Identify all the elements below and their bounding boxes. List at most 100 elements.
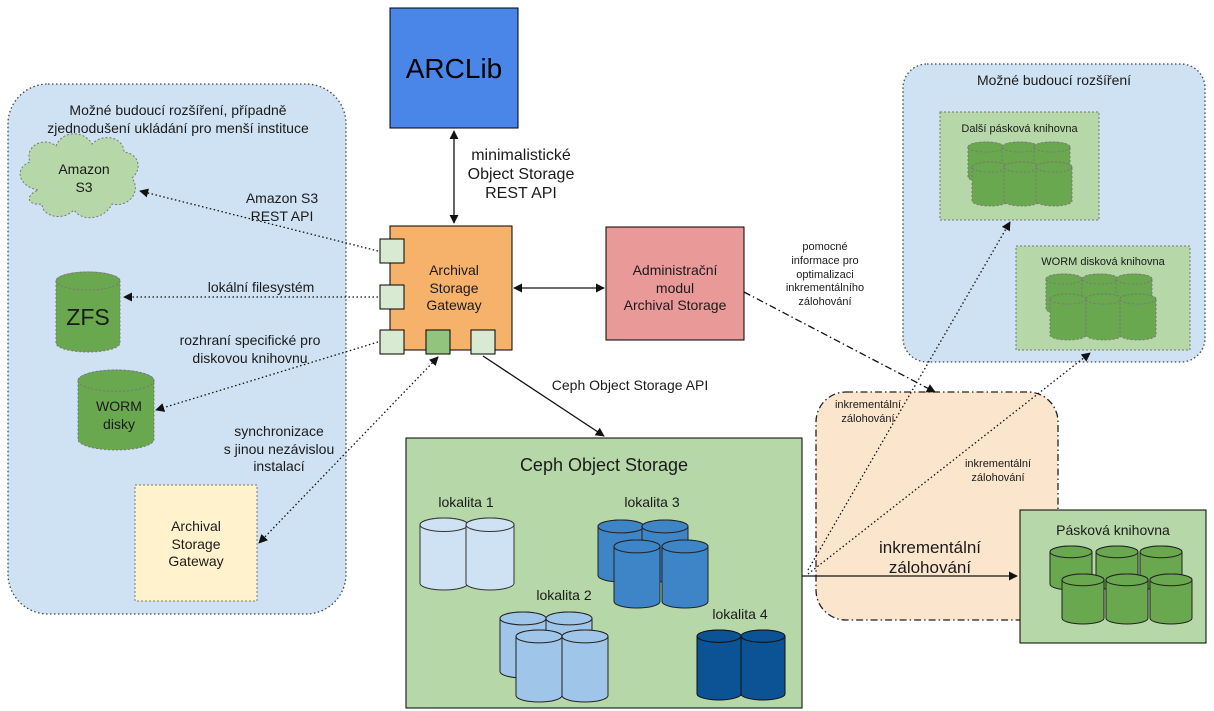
ceph-site3-label: lokalita 3 [624, 494, 680, 510]
gateway-line2: Storage [429, 279, 479, 296]
future-tape-cylinder [1035, 161, 1073, 207]
gateway-port-ceph[interactable] [470, 329, 496, 355]
helper-note-line4: inkrementálního [785, 282, 865, 295]
sync-line2: s jinou nezávislou [223, 440, 335, 457]
ceph-api-label: Ceph Object Storage API [551, 377, 709, 393]
helper-note-line5: zálohování [798, 296, 852, 308]
ceph-future-tape-connector [807, 221, 1011, 571]
minimal-api-label: minimalistické Object Storage REST API [456, 146, 586, 204]
tape-cylinder [1061, 573, 1105, 625]
admin-line3: Archival Storage [623, 297, 727, 313]
gateway2-line1: Archival [171, 518, 221, 534]
backup-note-2: inkrementální zálohování [958, 458, 1038, 486]
admin-label: Administrační modul Archival Storage [606, 262, 744, 315]
backup-note-2-line1: inkrementální [964, 458, 1032, 470]
gateway-port-disk[interactable] [379, 329, 405, 355]
admin-backup-connector [743, 291, 936, 393]
backup-main-line1: inkrementální [878, 538, 982, 557]
helper-note-line3: optimalizaci [796, 268, 854, 281]
incremental-backup-region [815, 391, 1059, 621]
s3-api-line2: REST API [250, 207, 314, 224]
backup-note-2-line2: zálohování [971, 471, 1025, 484]
fs-label: lokální filesystém [207, 279, 315, 295]
left-region-title: Možné budoucí rozšíření, případně zjedno… [20, 102, 336, 137]
zfs-label: ZFS [66, 304, 110, 330]
right-region-title: Možné budoucí rozšíření [976, 72, 1132, 88]
s3-api-line1: Amazon S3 [245, 190, 319, 206]
sync-label: synchronizace s jinou nezávislou instala… [212, 423, 346, 476]
sync-connector [258, 356, 439, 544]
worm-disks-cylinder [77, 369, 155, 451]
worm-disks-label: WORM disky [84, 398, 154, 433]
cylinder-group [55, 141, 1193, 703]
admin-line2: modul [655, 279, 695, 296]
sync-line1: synchronizace [234, 423, 324, 439]
gateway2-box[interactable] [134, 484, 258, 602]
tape-library-label: Pásková knihovna [1056, 522, 1170, 538]
backup-main-line2: zálohování [888, 558, 972, 578]
gateway-port-sync[interactable] [425, 329, 451, 355]
backup-note-1-line2: zálohování [841, 412, 895, 425]
gateway2-label: Archival Storage Gateway [135, 518, 257, 571]
site3-cylinder [613, 539, 661, 609]
disk-api-label: rozhraní specifické pro diskovou knihovn… [150, 332, 350, 367]
ceph-title: Ceph Object Storage [519, 455, 689, 475]
future-tape-label: Další pásková knihovna [961, 123, 1078, 135]
site2-cylinder [561, 629, 609, 703]
future-worm-cylinder [1119, 293, 1157, 341]
tape-cylinder [1149, 573, 1193, 625]
helper-note: pomocné informace pro optimalizaci inkre… [770, 241, 880, 310]
admin-line1: Administrační [632, 262, 718, 278]
minimal-api-line3: REST API [485, 185, 557, 203]
site3-cylinder [661, 539, 709, 609]
sync-line3: instalací [253, 458, 305, 474]
left-region-title-line1: Možné budoucí rozšíření, případně [69, 102, 287, 118]
gateway-line3: Gateway [426, 297, 482, 313]
site4-cylinder [740, 629, 786, 701]
ceph-site4-label: lokalita 4 [712, 606, 768, 622]
future-tape-cylinder [1003, 161, 1041, 207]
site4-cylinder [696, 629, 742, 701]
backup-note-1-line1: inkrementální [834, 399, 902, 411]
future-worm-label: WORM disková knihovna [1041, 256, 1165, 268]
gateway2-line2: Storage [171, 535, 221, 552]
disk-api-line2: diskovou knihovnu [192, 349, 308, 366]
site1-cylinder [465, 517, 515, 591]
arclib-label: ARCLib [405, 53, 503, 84]
s3-api-label: Amazon S3 REST API [232, 190, 332, 225]
gateway-port-s3[interactable] [379, 238, 405, 264]
tape-cylinder [1105, 573, 1149, 625]
gateway-line1: Archival [429, 262, 479, 278]
disk-api-line1: rozhraní specifické pro [179, 332, 321, 348]
future-worm-cylinder [1085, 293, 1123, 341]
future-tape-cylinder [971, 161, 1009, 207]
gateway-ceph-connector [482, 355, 605, 437]
site2-cylinder [515, 629, 563, 703]
minimal-api-line2: Object Storage [467, 166, 575, 184]
worm-disks-line2: disky [103, 415, 135, 432]
worm-disks-line1: WORM [96, 398, 142, 414]
helper-note-line2: informace pro [791, 254, 859, 267]
admin-box[interactable] [605, 226, 745, 341]
amazon-s3-cloud[interactable] [19, 133, 139, 219]
ceph-site1-label: lokalita 1 [438, 494, 494, 510]
s3-connector [139, 188, 379, 252]
gateway2-line3: Gateway [168, 553, 224, 569]
gateway-port-fs[interactable] [379, 284, 405, 310]
backup-main-label: inkrementální zálohování [868, 538, 992, 579]
amazon-s3-line2: S3 [75, 178, 93, 195]
backup-note-1: inkrementální zálohování [828, 399, 908, 427]
minimal-api-line1: minimalistické [471, 147, 571, 164]
gateway-label: Archival Storage Gateway [404, 262, 504, 315]
left-region-title-line2: zjednodušení ukládání pro menší instituc… [47, 119, 309, 136]
amazon-s3-label: Amazon S3 [44, 161, 124, 196]
zfs-cylinder [55, 271, 121, 353]
helper-note-line1: pomocné [802, 241, 848, 253]
ceph-site2-label: lokalita 2 [536, 587, 592, 603]
site1-cylinder [419, 517, 469, 591]
amazon-s3-line1: Amazon [58, 161, 110, 177]
future-worm-cylinder [1049, 293, 1087, 341]
arclib-box[interactable] [389, 7, 519, 129]
